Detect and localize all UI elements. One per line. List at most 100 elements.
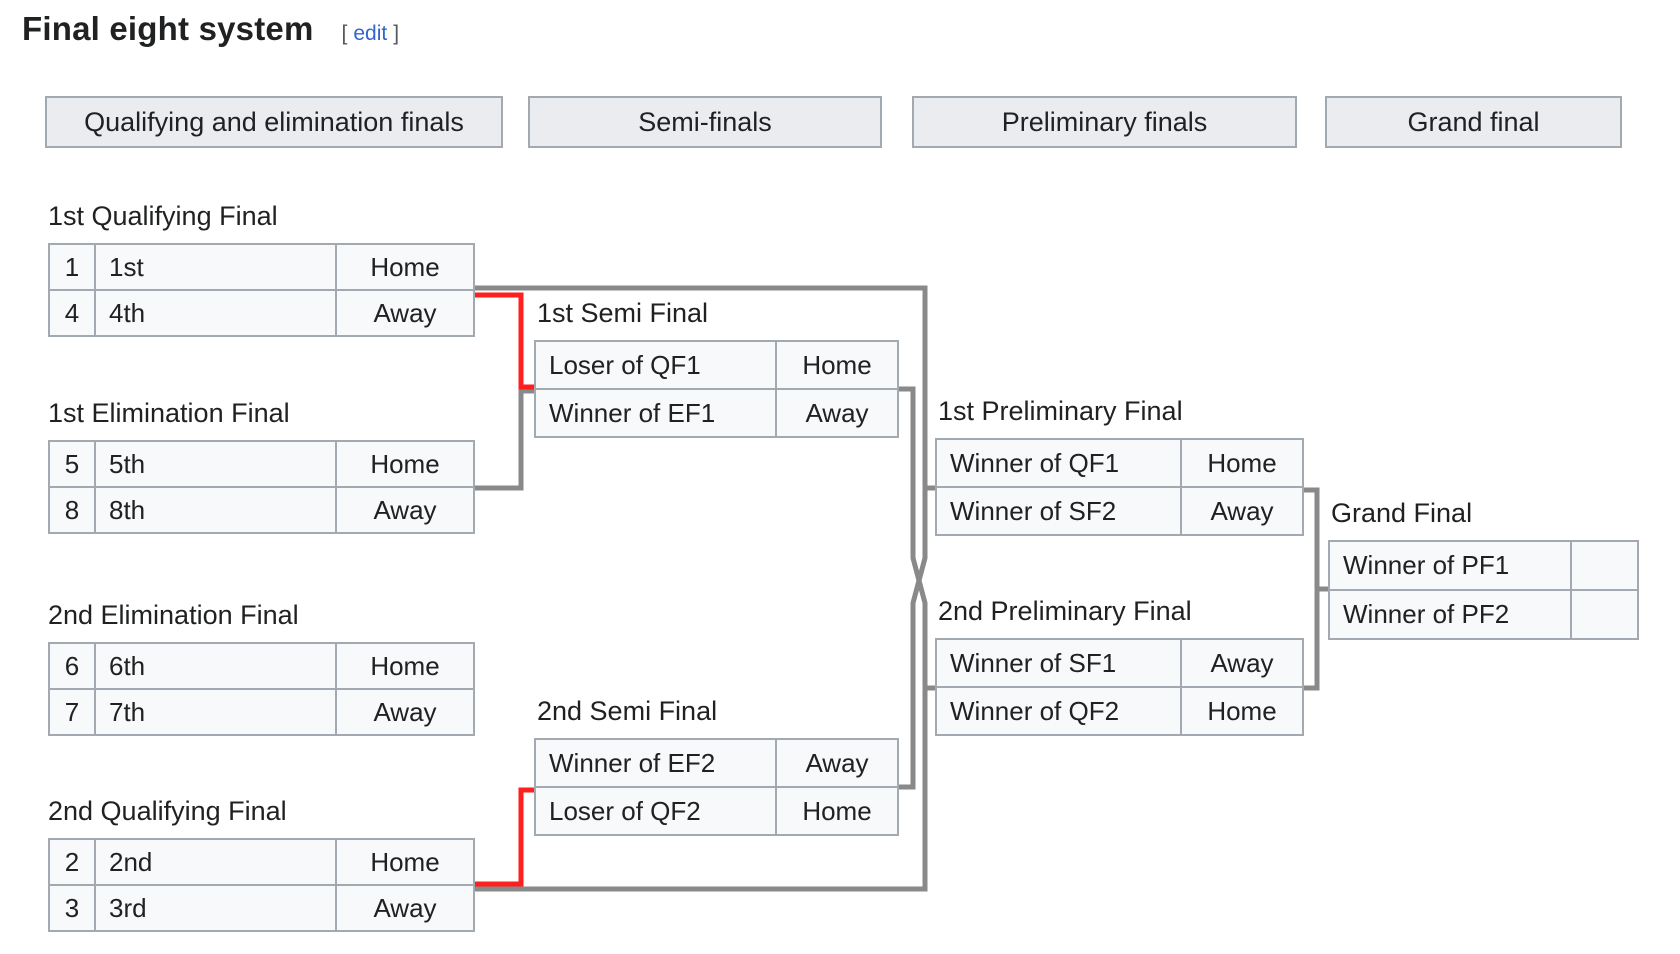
team-cell: 5th <box>94 440 337 488</box>
seed-cell: 1 <box>48 243 96 291</box>
seed-cell: 8 <box>48 486 96 534</box>
edit-close-bracket: ] <box>393 22 400 45</box>
match-label: 1st Preliminary Final <box>938 396 1183 426</box>
connector-sf2-winner <box>897 487 928 790</box>
table-row: 8 8th Away <box>48 486 475 534</box>
match-label: 2nd Semi Final <box>537 696 718 726</box>
seed-cell: 5 <box>48 440 96 488</box>
match-1st-qualifying-final: 1st Qualifying Final 1 1st Home 4 4th Aw… <box>48 196 475 337</box>
table-row: 2 2nd Home <box>48 838 475 886</box>
table-row: Winner of SF2 Away <box>935 486 1304 536</box>
team-cell: 7th <box>94 688 337 736</box>
venue-cell: Away <box>1180 486 1304 536</box>
venue-cell <box>1570 540 1639 591</box>
match-2nd-semi-final: 2nd Semi Final Winner of EF2 Away Loser … <box>534 691 899 836</box>
round-header-grand-final: Grand final <box>1325 96 1622 148</box>
connector-ef1-winner <box>473 388 535 491</box>
table-row: Winner of EF1 Away <box>534 388 899 438</box>
match-1st-elimination-final: 1st Elimination Final 5 5th Home 8 8th A… <box>48 393 475 534</box>
team-cell: Loser of QF1 <box>534 340 777 390</box>
edit-section: [edit] <box>342 22 400 46</box>
venue-cell: Away <box>775 388 899 438</box>
venue-cell: Home <box>1180 686 1304 736</box>
venue-cell: Home <box>1180 438 1304 488</box>
connector-sf1-winner <box>897 386 936 691</box>
match-table: Winner of PF1 Winner of PF2 <box>1328 540 1639 640</box>
match-label: 2nd Elimination Final <box>48 600 299 630</box>
table-row: Winner of QF1 Home <box>935 438 1304 488</box>
table-row: 1 1st Home <box>48 243 475 291</box>
team-cell: 1st <box>94 243 337 291</box>
match-label: 1st Semi Final <box>537 298 709 328</box>
table-row: Winner of SF1 Away <box>935 638 1304 688</box>
table-row: Winner of EF2 Away <box>534 738 899 788</box>
match-2nd-qualifying-final: 2nd Qualifying Final 2 2nd Home 3 3rd Aw… <box>48 791 475 932</box>
match-label: 1st Elimination Final <box>48 398 290 428</box>
round-header-qualifying-elimination: Qualifying and elimination finals <box>45 96 503 148</box>
match-label: Grand Final <box>1331 498 1473 528</box>
table-row: Winner of PF1 <box>1328 540 1639 591</box>
venue-cell: Home <box>775 786 899 836</box>
table-row: Loser of QF1 Home <box>534 340 899 390</box>
match-table: 1 1st Home 4 4th Away <box>48 243 475 337</box>
team-cell: 8th <box>94 486 337 534</box>
match-table: 6 6th Home 7 7th Away <box>48 642 475 736</box>
team-cell: Winner of SF1 <box>935 638 1182 688</box>
team-cell: 4th <box>94 289 337 337</box>
table-row: 4 4th Away <box>48 289 475 337</box>
team-cell: 6th <box>94 642 337 690</box>
table-row: Winner of PF2 <box>1328 589 1639 640</box>
seed-cell: 2 <box>48 838 96 886</box>
team-cell: 3rd <box>94 884 337 932</box>
round-header-preliminary-finals: Preliminary finals <box>912 96 1297 148</box>
round-header-semi-finals: Semi-finals <box>528 96 882 148</box>
seed-cell: 6 <box>48 642 96 690</box>
team-cell: Winner of QF1 <box>935 438 1182 488</box>
venue-cell: Away <box>335 688 475 736</box>
match-1st-semi-final: 1st Semi Final Loser of QF1 Home Winner … <box>534 293 899 438</box>
team-cell: 2nd <box>94 838 337 886</box>
table-row: 6 6th Home <box>48 642 475 690</box>
edit-open-bracket: [ <box>341 22 348 45</box>
venue-cell: Away <box>335 289 475 337</box>
page-title: Final eight system <box>22 10 314 47</box>
venue-cell: Away <box>775 738 899 788</box>
connector-qf2-loser <box>473 787 535 887</box>
team-cell: Winner of SF2 <box>935 486 1182 536</box>
connector-preliminary-finals <box>1302 487 1320 691</box>
match-grand-final: Grand Final Winner of PF1 Winner of PF2 <box>1328 493 1639 640</box>
match-label: 1st Qualifying Final <box>48 201 278 231</box>
connector-qf1-loser <box>473 292 535 390</box>
table-row: Loser of QF2 Home <box>534 786 899 836</box>
seed-cell: 3 <box>48 884 96 932</box>
match-table: Winner of SF1 Away Winner of QF2 Home <box>935 638 1304 736</box>
team-cell: Loser of QF2 <box>534 786 777 836</box>
seed-cell: 7 <box>48 688 96 736</box>
venue-cell: Home <box>335 243 475 291</box>
venue-cell: Home <box>335 838 475 886</box>
match-2nd-elimination-final: 2nd Elimination Final 6 6th Home 7 7th A… <box>48 595 475 736</box>
match-table: Winner of QF1 Home Winner of SF2 Away <box>935 438 1304 536</box>
team-cell: Winner of PF1 <box>1328 540 1572 591</box>
team-cell: Winner of PF2 <box>1328 589 1572 640</box>
match-table: Winner of EF2 Away Loser of QF2 Home <box>534 738 899 836</box>
table-row: Winner of QF2 Home <box>935 686 1304 736</box>
match-label: 2nd Preliminary Final <box>938 596 1192 626</box>
team-cell: Winner of EF2 <box>534 738 777 788</box>
edit-link[interactable]: edit <box>353 22 388 45</box>
table-row: 3 3rd Away <box>48 884 475 932</box>
table-row: 7 7th Away <box>48 688 475 736</box>
match-2nd-preliminary-final: 2nd Preliminary Final Winner of SF1 Away… <box>935 591 1304 736</box>
venue-cell: Home <box>335 440 475 488</box>
section-heading: Final eight system [edit] <box>22 10 399 48</box>
match-table: 5 5th Home 8 8th Away <box>48 440 475 534</box>
seed-cell: 4 <box>48 289 96 337</box>
venue-cell <box>1570 589 1639 640</box>
match-1st-preliminary-final: 1st Preliminary Final Winner of QF1 Home… <box>935 391 1304 536</box>
venue-cell: Away <box>1180 638 1304 688</box>
table-row: 5 5th Home <box>48 440 475 488</box>
venue-cell: Away <box>335 486 475 534</box>
team-cell: Winner of EF1 <box>534 388 777 438</box>
venue-cell: Home <box>335 642 475 690</box>
